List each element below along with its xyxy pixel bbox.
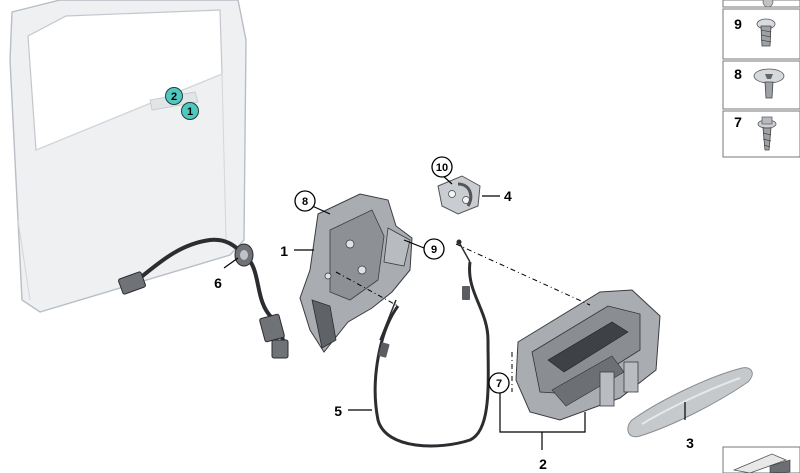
label-part-3: 3	[686, 435, 694, 451]
door-lock-part	[299, 193, 413, 353]
navigation-corner-box[interactable]	[722, 446, 800, 473]
callout-10[interactable]: 10	[431, 156, 453, 178]
callout-7[interactable]: 7	[488, 372, 510, 394]
flange-screw-icon	[757, 116, 777, 151]
label-part-6: 6	[214, 275, 222, 291]
door-callout-2-text: 2	[171, 91, 177, 103]
striker-part	[437, 175, 481, 215]
label-part-1: 1	[280, 243, 288, 259]
dash-line-cable	[455, 243, 591, 306]
callout-9[interactable]: 9	[423, 238, 445, 260]
callout-8-text: 8	[302, 196, 308, 208]
callout-7-text: 7	[496, 378, 502, 390]
screw-row-7[interactable]: 7	[722, 110, 800, 158]
door-callout-2[interactable]: 2	[165, 87, 183, 105]
leader-lines	[223, 174, 686, 450]
callout-10-text: 10	[436, 162, 448, 174]
leader-9	[403, 239, 425, 249]
handle-cover-part	[627, 367, 753, 438]
leader-6	[223, 257, 239, 269]
label-part-5: 5	[334, 403, 342, 419]
partial-screw-icon	[762, 0, 774, 8]
folded-sheet-icon	[732, 453, 788, 473]
torx-screw-icon	[756, 18, 776, 47]
bowden-cable-part	[373, 239, 490, 448]
flat-head-torx-screw-icon	[753, 68, 785, 99]
handle-carrier-part	[515, 289, 661, 421]
rear-door-panel	[9, 0, 247, 313]
wiring-harness-part	[118, 237, 289, 359]
door-callout-1-text: 1	[187, 106, 193, 118]
screw-row-9[interactable]: 9	[722, 8, 800, 60]
screw-row-9-num: 9	[734, 16, 742, 32]
label-part-2: 2	[539, 456, 547, 472]
screw-row-8[interactable]: 8	[722, 60, 800, 110]
screw-row-7-num: 7	[734, 114, 742, 130]
label-part-4: 4	[504, 188, 512, 204]
leader-2	[499, 393, 586, 450]
callout-8[interactable]: 8	[294, 190, 316, 212]
screw-row-8-num: 8	[734, 66, 742, 82]
door-callout-1[interactable]: 1	[181, 102, 199, 120]
callout-9-text: 9	[431, 244, 437, 256]
screw-panel: 9 8 7	[722, 0, 800, 158]
